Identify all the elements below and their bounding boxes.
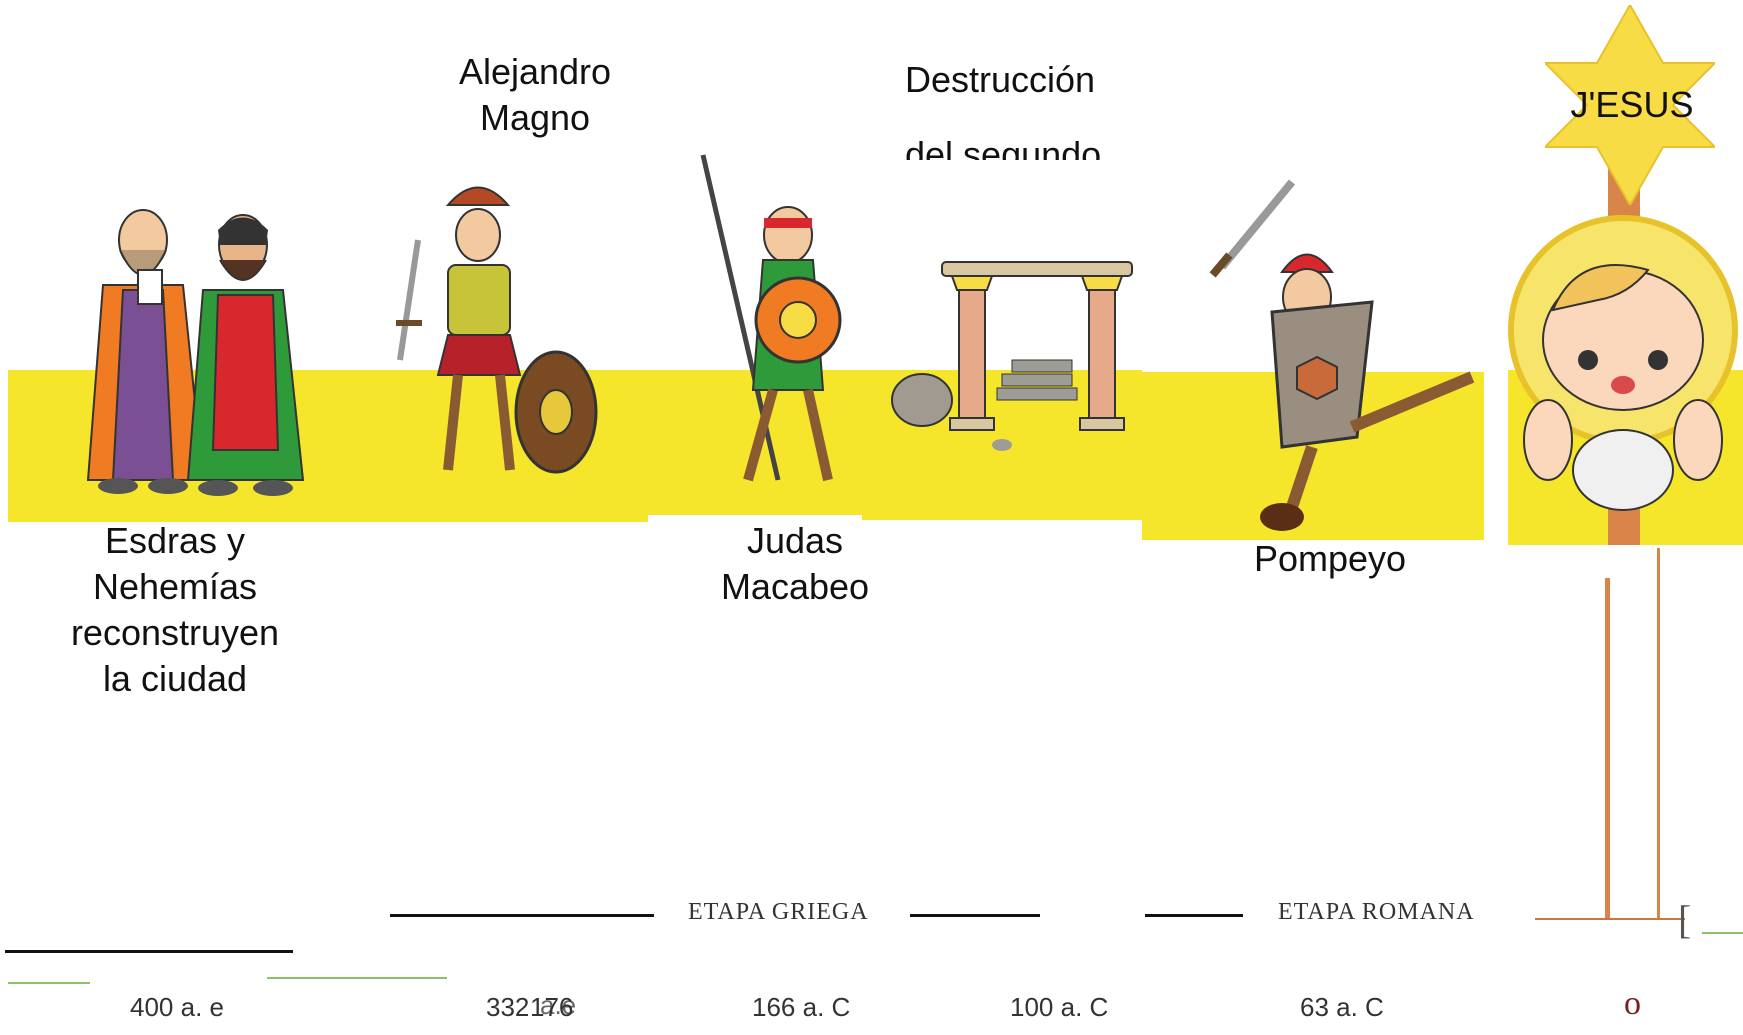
panel-pompeyo [1142,177,1484,540]
label-esdras: Esdras y Nehemías reconstruyen la ciudad [70,520,280,699]
year-166: 166 a. C [752,992,851,1022]
bracket-marker: [ [1678,897,1692,942]
etapa-romana-label: ETAPA ROMANA [1278,899,1475,925]
etapa-griega-label: ETAPA GRIEGA [688,899,869,925]
jesus-marker-line-vertical-1 [1605,578,1610,918]
panel-destruccion [862,250,1142,540]
year-400: 400 a. e [130,992,224,1022]
pompeyo-figure [1209,179,1475,531]
label-alejandro: Alejandro Magno [458,51,612,138]
panel-jesus [1508,120,1743,545]
panel-judas [648,150,862,515]
etapa-griega-line-right [910,914,1040,917]
label-pompeyo: Pompeyo [1253,538,1407,579]
star-icon [1545,5,1715,205]
nehemias-figure [186,214,305,496]
etapa-romana-line-left [1145,914,1243,917]
year-63: 63 a. C [1300,992,1384,1022]
year-176: 176 [530,992,574,1022]
label-destruccion-line2: del segundo [905,138,1102,160]
year-100: 100 a. C [1010,992,1109,1022]
panel-esdras [8,150,648,522]
label-judas: Judas Macabeo [720,520,870,607]
judas-figure [700,154,842,482]
label-destruccion: Destrucción [905,59,1096,100]
timeline-line-left [5,950,293,953]
ruins-illustration [891,261,1133,451]
jesus-marker-line-horizontal [1535,918,1685,920]
baby-jesus-figure [1508,215,1738,511]
etapa-griega-line-left [390,914,654,917]
year-332: 332 [486,992,530,1022]
year-332-suffix: a.e [540,990,577,1020]
green-line-1 [8,982,90,984]
jesus-marker-line-vertical-2 [1657,548,1660,918]
green-line-2 [267,977,447,979]
label-jesus: J'ESUS [1570,84,1694,125]
label-destruccion-line2-clip: del segundo [905,138,1165,160]
green-line-right [1702,932,1743,934]
year-0: o [1624,985,1641,1022]
alejandro-figure [396,186,598,474]
